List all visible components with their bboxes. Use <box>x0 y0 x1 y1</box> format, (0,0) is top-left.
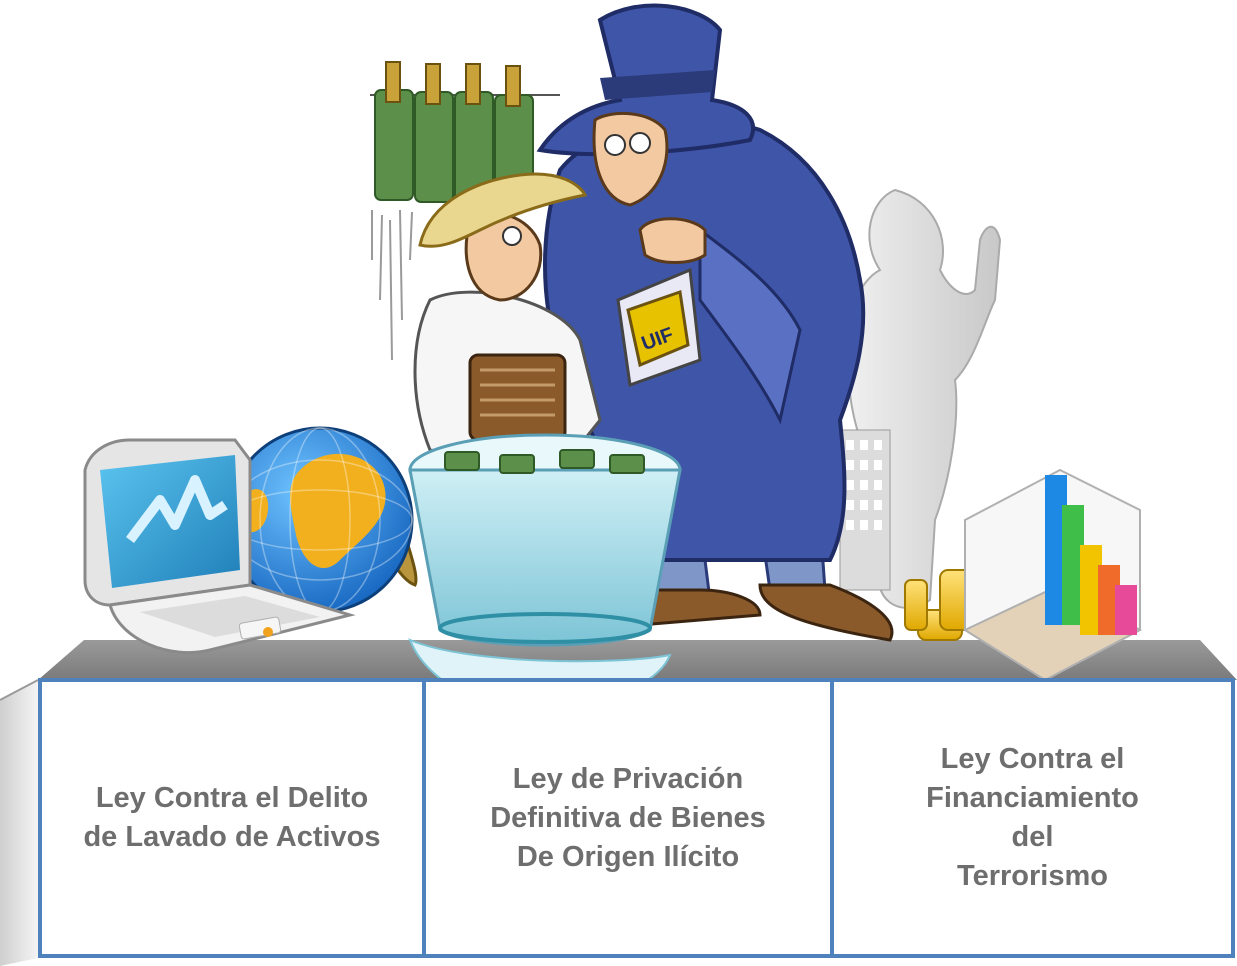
bucket-icon <box>408 433 682 711</box>
clothesline-money-icon <box>370 61 560 361</box>
globe-icon <box>226 426 414 614</box>
panel-label-1: Ley Contra el Delito de Lavado de Activo… <box>83 782 381 853</box>
bar-chart-icon <box>962 468 1143 682</box>
building-icon <box>839 429 891 591</box>
panel-asset-forfeiture-law: Ley de Privación Definitiva de Bienes De… <box>422 678 834 958</box>
panel-label-3: Ley Contra el Financiamiento del Terrori… <box>926 743 1139 892</box>
panel-terrorism-financing-law: Ley Contra el Financiamiento del Terrori… <box>830 678 1235 958</box>
panel-label-2: Ley de Privación Definitiva de Bienes De… <box>490 762 766 873</box>
panel-money-laundering-law: Ley Contra el Delito de Lavado de Activo… <box>38 678 426 958</box>
laptop-icon <box>83 438 356 655</box>
